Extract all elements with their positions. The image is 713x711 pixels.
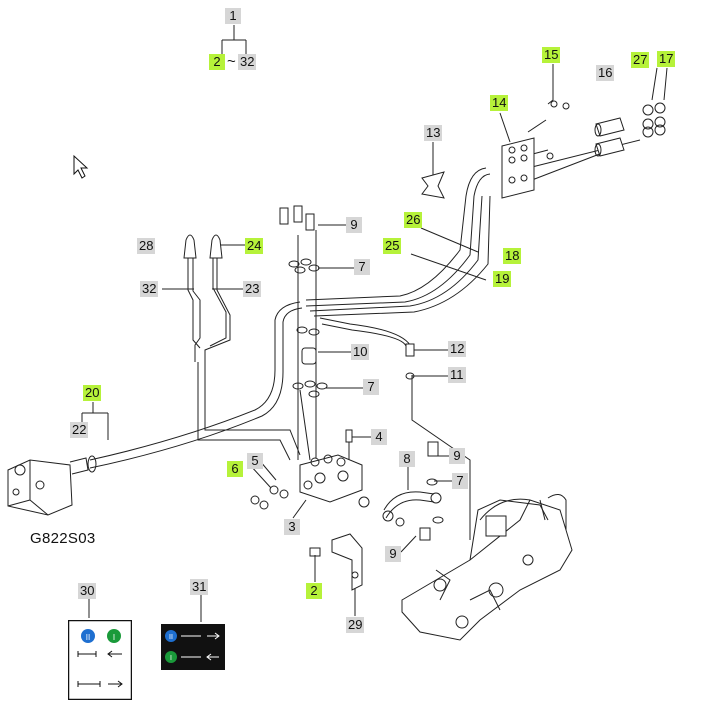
decal-30-badge-2: I <box>113 633 115 642</box>
callout-2: 2 <box>209 54 225 70</box>
callout-22: 22 <box>70 422 89 438</box>
callout-30: 30 <box>78 583 97 599</box>
callout-14: 14 <box>490 95 509 111</box>
callout-23: 23 <box>243 281 262 297</box>
callout-10: 10 <box>351 344 370 360</box>
callout-31: 31 <box>190 579 209 595</box>
callout-29: 29 <box>346 617 365 633</box>
callout-1: 1 <box>225 8 241 24</box>
callout-9-mid: 9 <box>449 448 465 464</box>
callout-3: 3 <box>284 519 300 535</box>
callout-6: 6 <box>227 461 243 477</box>
callout-9-bottom: 9 <box>385 546 401 562</box>
callout-28: 28 <box>137 238 156 254</box>
callout-25: 25 <box>383 238 402 254</box>
callout-24: 24 <box>245 238 264 254</box>
callout-19: 19 <box>493 271 512 287</box>
decal-31-badge-2: I <box>170 655 172 662</box>
diagram-code: G822S03 <box>30 530 96 547</box>
callout-12: 12 <box>448 341 467 357</box>
callout-8: 8 <box>399 451 415 467</box>
decal-31-badge-1: II <box>169 634 173 641</box>
callout-32-top: 32 <box>238 54 257 70</box>
mouse-cursor-icon <box>73 154 89 179</box>
callout-27: 27 <box>631 52 650 68</box>
decal-30: II I <box>68 620 132 700</box>
callout-7-b: 7 <box>363 379 379 395</box>
decal-31: II I <box>161 624 225 670</box>
callout-20: 20 <box>83 385 102 401</box>
callout-4: 4 <box>371 429 387 445</box>
callout-9-top: 9 <box>346 217 362 233</box>
callout-11: 11 <box>448 367 466 383</box>
callout-17: 17 <box>657 51 676 67</box>
callout-2-bottom: 2 <box>306 583 322 599</box>
callout-18: 18 <box>503 248 522 264</box>
callout-5: 5 <box>247 453 263 469</box>
decal-30-badge-1: II <box>86 633 90 642</box>
callout-16: 16 <box>596 65 615 81</box>
range-separator: ~ <box>227 53 236 70</box>
callout-15: 15 <box>542 47 561 63</box>
callout-7-a: 7 <box>354 259 370 275</box>
callout-13: 13 <box>424 125 443 141</box>
callout-7-c: 7 <box>452 473 468 489</box>
callout-32: 32 <box>140 281 159 297</box>
callout-26: 26 <box>404 212 423 228</box>
